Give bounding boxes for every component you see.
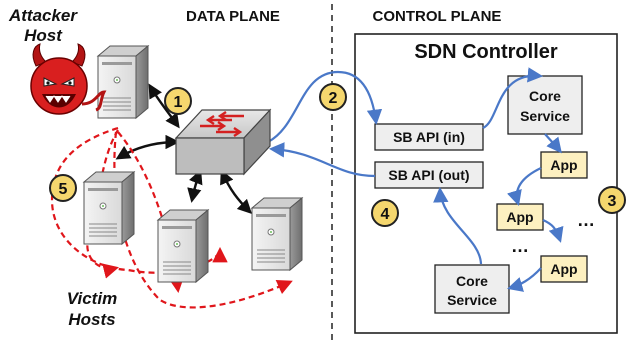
step-circle-5: 5 [49,174,77,202]
attacker-server-icon [97,45,149,119]
control-plane-label: CONTROL PLANE [373,8,502,25]
core-service-top-box [507,75,583,135]
ellipsis-right: … [577,210,595,230]
ellipsis-left: … [511,236,529,256]
core-service-bottom-box [434,264,510,314]
step-circle-3: 3 [598,186,626,214]
step-circle-2: 2 [319,83,347,111]
victim-server-icon [157,209,209,283]
attacker-label-line2: Host [24,26,63,45]
step-number: 2 [329,90,338,107]
app-box-1 [540,151,588,179]
core-service-bottom-line2: Service [447,292,497,308]
data-plane-label: DATA PLANE [186,8,280,25]
sdn-controller-title: SDN Controller [414,41,558,63]
control-flow-arrows [267,67,564,292]
step-number: 5 [59,181,68,198]
victim-server-icon [251,197,303,271]
step-circle-4: 4 [371,199,399,227]
app-label-2: App [506,209,533,225]
step-number: 4 [381,206,390,223]
app-box-3 [540,255,588,283]
sb-api-in-label: SB API (in) [393,129,465,145]
step-circle-1: 1 [164,87,192,115]
victim-label-line1: Victim [67,289,117,308]
core-service-top-line2: Service [520,108,570,124]
step-number: 1 [174,94,183,111]
attacker-label-line1: Attacker [8,6,78,25]
sb-api-in-box [374,123,484,151]
core-service-top-line1: Core [529,88,561,104]
core-service-bottom-line1: Core [456,273,488,289]
switch-icon [174,108,272,176]
step-number: 3 [608,193,617,210]
app-label-1: App [550,157,577,173]
devil-icon [30,43,107,115]
victim-server-icon [83,171,135,245]
sb-api-out-label: SB API (out) [388,167,469,183]
app-label-3: App [550,261,577,277]
victim-label-line2: Hosts [68,310,115,329]
